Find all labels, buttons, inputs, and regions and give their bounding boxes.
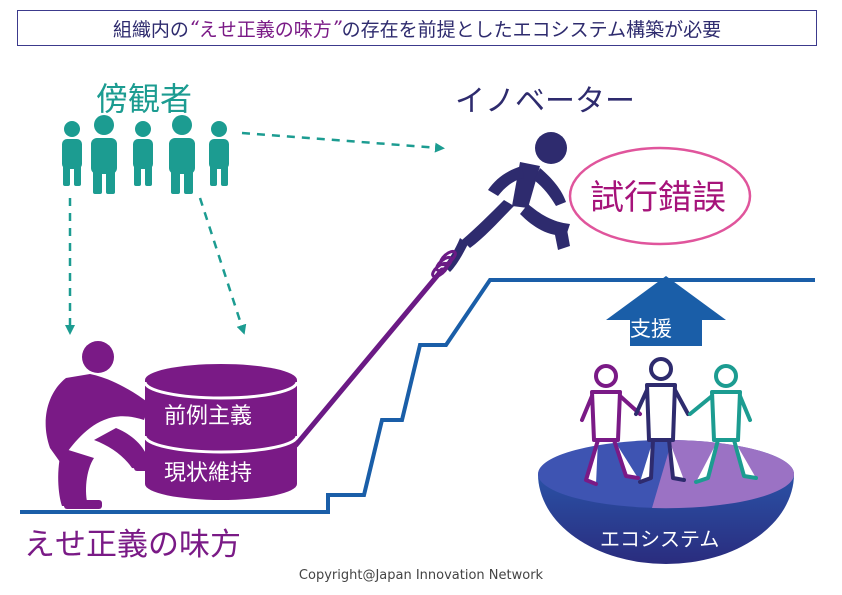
stacked-drum bbox=[143, 364, 299, 500]
title-suffix: の存在を前提としたエコシステム構築が必要 bbox=[341, 18, 722, 41]
bystander-figure bbox=[209, 121, 229, 186]
title-banner: 組織内の“えせ正義の味方”の存在を前提としたエコシステム構築が必要 bbox=[17, 10, 817, 46]
support-arrow-icon bbox=[606, 276, 726, 346]
bystander-figure bbox=[91, 115, 117, 194]
title-close-quote: ” bbox=[331, 17, 342, 39]
support-figure-navy bbox=[634, 357, 690, 484]
bystanders-label: 傍観者 bbox=[96, 80, 193, 118]
innovator-label: イノベーター bbox=[455, 84, 635, 119]
status-quo-label: 現状維持 bbox=[164, 461, 253, 486]
crouching-figure bbox=[45, 341, 158, 509]
arrow-to-drum bbox=[198, 197, 247, 335]
title-open-quote: “ bbox=[188, 17, 199, 39]
rope-coil bbox=[431, 249, 457, 279]
support-figure-teal bbox=[688, 364, 758, 484]
trial-and-error-label: 試行錯誤 bbox=[590, 178, 726, 218]
support-label: 支援 bbox=[630, 317, 672, 341]
title-highlight: えせ正義の味方 bbox=[198, 18, 332, 41]
title-prefix: 組織内の bbox=[112, 18, 189, 41]
rope-line bbox=[293, 267, 445, 448]
staircase-line bbox=[20, 278, 815, 514]
pseudo-hero-label: えせ正義の味方 bbox=[24, 527, 241, 563]
innovator-figure bbox=[444, 132, 570, 272]
precedent-label: 前例主義 bbox=[164, 404, 253, 429]
copyright-text: Copyright@Japan Innovation Network bbox=[298, 568, 544, 583]
ecosystem-bowl bbox=[538, 440, 795, 564]
bystander-figure bbox=[62, 121, 82, 186]
bystander-figure bbox=[133, 121, 153, 186]
bystander-group bbox=[62, 115, 229, 194]
support-figure-purple bbox=[580, 364, 642, 486]
support-figures bbox=[580, 357, 758, 486]
arrow-to-innovator bbox=[241, 131, 445, 153]
trial-ellipse bbox=[568, 146, 752, 246]
bystander-figure bbox=[169, 115, 195, 194]
ecosystem-label: エコシステム bbox=[600, 527, 720, 551]
